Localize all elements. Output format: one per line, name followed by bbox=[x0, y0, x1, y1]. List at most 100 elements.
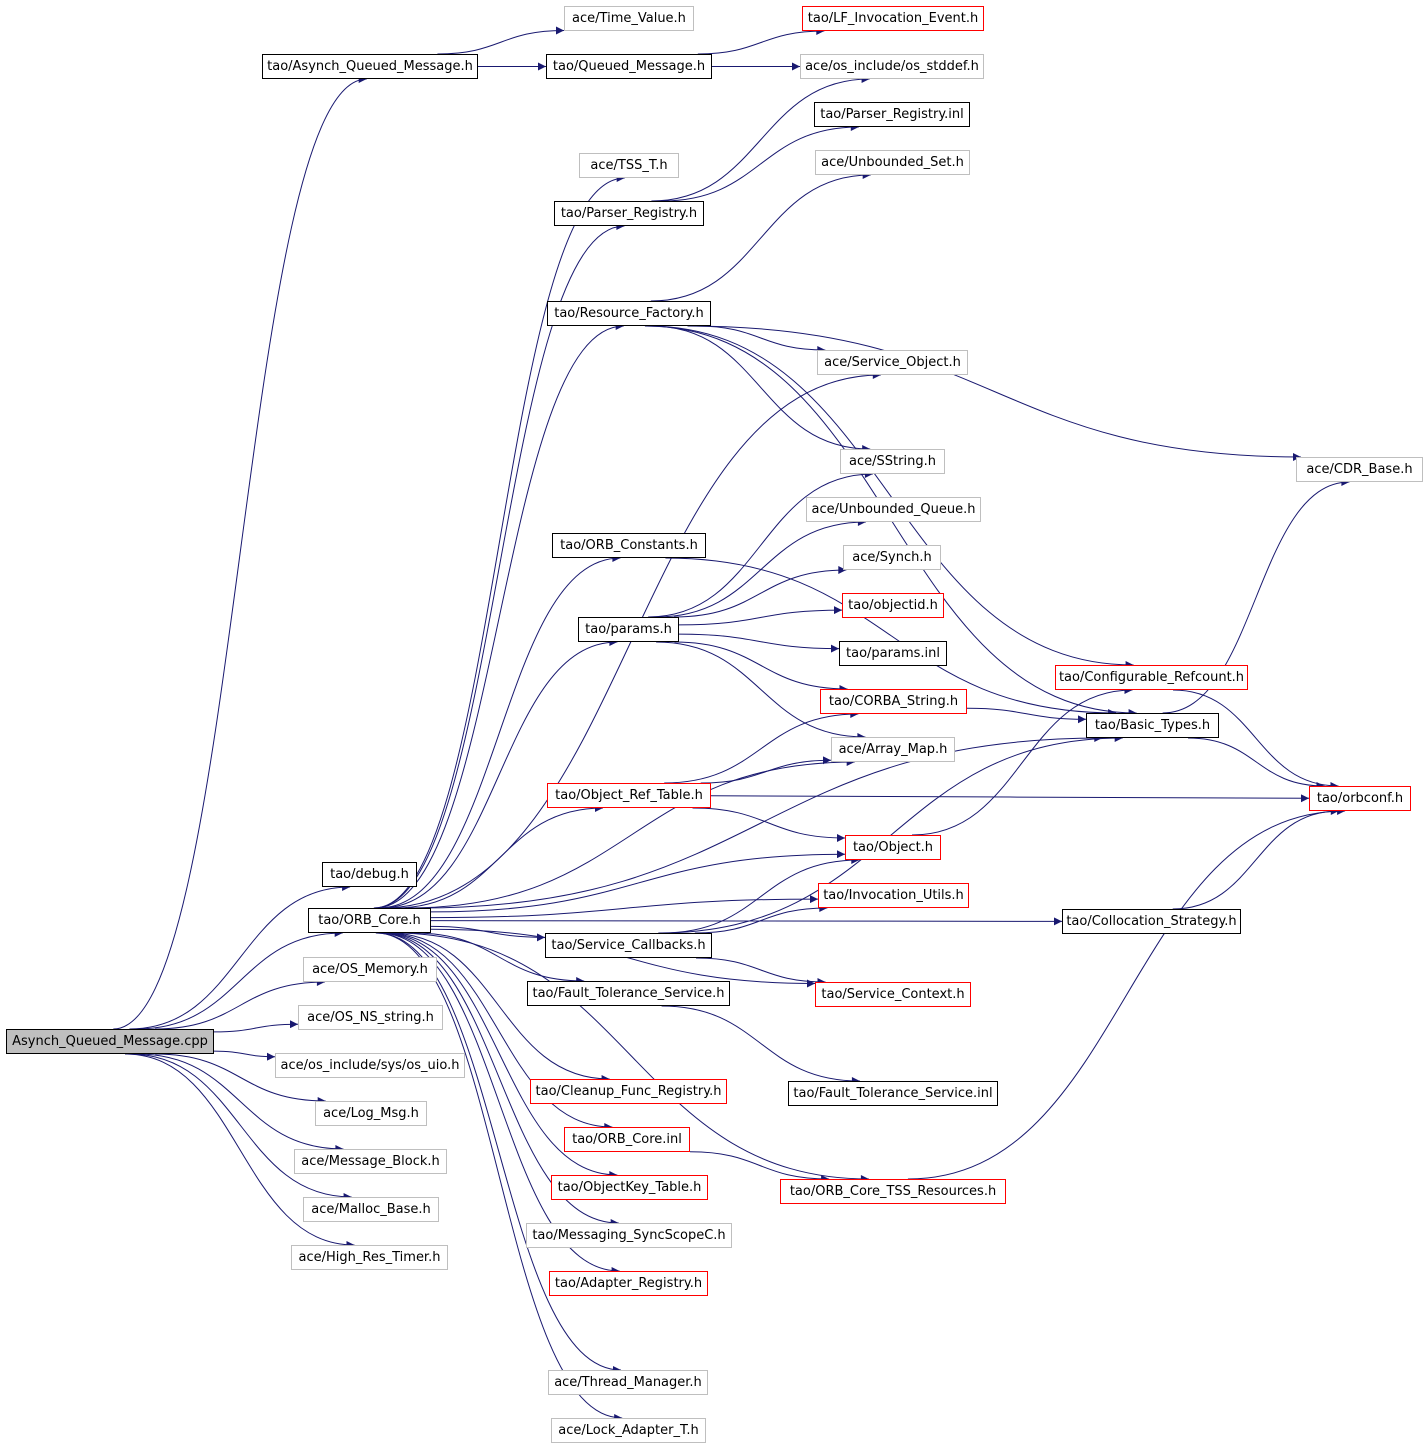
edge-object-h-to-config-refcount bbox=[911, 686, 1133, 836]
edge-basic-types-to-orbconf bbox=[1187, 737, 1325, 790]
edge-orb-core-to-object-h bbox=[430, 850, 846, 913]
node-tao-parser-registry-inl[interactable]: tao/Parser_Registry.inl bbox=[814, 102, 970, 127]
node-ace-unbounded-queue-h[interactable]: ace/Unbounded_Queue.h bbox=[806, 497, 981, 522]
edge-parser-reg-to-parser-reg-inl bbox=[662, 123, 859, 202]
node-tao-resource-factory-h[interactable]: tao/Resource_Factory.h bbox=[547, 301, 711, 326]
node-tao-orbconf-h[interactable]: tao/orbconf.h bbox=[1309, 786, 1411, 811]
edge-fault-tolerance-to-fault-tolerance-inl bbox=[661, 1005, 860, 1085]
node-ace-os-stddef-h[interactable]: ace/os_include/os_stddef.h bbox=[800, 54, 984, 79]
node-tao-messaging-syncscopec-h[interactable]: tao/Messaging_SyncScopeC.h bbox=[526, 1223, 732, 1248]
node-tao-adapter-registry-h[interactable]: tao/Adapter_Registry.h bbox=[549, 1271, 708, 1296]
node-tao-service-context-h[interactable]: tao/Service_Context.h bbox=[815, 982, 971, 1007]
edge-parser-reg-to-os-stddef bbox=[651, 75, 870, 202]
edge-resource-factory-to-config-refcount bbox=[646, 325, 1134, 669]
edge-params-to-objectid bbox=[678, 606, 843, 626]
edge-orb-core-to-invocation-utils bbox=[430, 895, 819, 919]
edge-resource-factory-to-service-object bbox=[696, 325, 826, 354]
edge-orb-core-tss-to-orbconf bbox=[907, 807, 1346, 1180]
edge-root-to-asynch-h bbox=[113, 75, 367, 1030]
node-tao-parser-registry-h[interactable]: tao/Parser_Registry.h bbox=[554, 201, 704, 226]
edge-object-ref-table-to-corba-string bbox=[664, 710, 859, 784]
edge-orb-core-to-orb-constants bbox=[378, 554, 621, 909]
edge-service-callbacks-to-invocation-utils bbox=[694, 904, 828, 934]
edge-orb-core-to-object-ref-table bbox=[395, 804, 604, 909]
node-tao-orb-constants-h[interactable]: tao/ORB_Constants.h bbox=[552, 533, 706, 558]
node-tao-corba-string-h[interactable]: tao/CORBA_String.h bbox=[820, 689, 967, 714]
node-tao-basic-types-h[interactable]: tao/Basic_Types.h bbox=[1086, 713, 1219, 738]
node-ace-tss-t-h[interactable]: ace/TSS_T.h bbox=[579, 153, 679, 178]
edge-root-to-log-msg bbox=[155, 1053, 326, 1105]
node-tao-cleanup-func-registry-h[interactable]: tao/Cleanup_Func_Registry.h bbox=[530, 1079, 727, 1104]
node-ace-sstring-h[interactable]: ace/SString.h bbox=[840, 449, 945, 474]
edge-orb-core-to-basic-types bbox=[419, 734, 1103, 909]
edge-collocation-to-orbconf bbox=[1172, 807, 1339, 910]
node-ace-synch-h[interactable]: ace/Synch.h bbox=[843, 545, 941, 570]
edge-root-to-debug bbox=[129, 883, 351, 1030]
edge-params-to-synch bbox=[674, 566, 847, 618]
node-ace-lock-adapter-t-h[interactable]: ace/Lock_Adapter_T.h bbox=[551, 1418, 706, 1443]
edge-orb-core-to-array-map bbox=[407, 758, 855, 909]
edge-service-callbacks-to-object-h bbox=[662, 856, 860, 934]
node-tao-asynch-queued-message-h[interactable]: tao/Asynch_Queued_Message.h bbox=[262, 54, 478, 79]
node-tao-service-callbacks-h[interactable]: tao/Service_Callbacks.h bbox=[545, 933, 712, 958]
edge-root-to-orb-core bbox=[136, 929, 343, 1030]
node-tao-objectid-h[interactable]: tao/objectid.h bbox=[842, 593, 944, 618]
edge-root-to-os-memory bbox=[155, 978, 325, 1030]
node-ace-message-block-h[interactable]: ace/Message_Block.h bbox=[294, 1149, 447, 1174]
edge-orb-core-to-params bbox=[380, 638, 618, 909]
edge-orb-core-to-messaging-sync bbox=[379, 932, 619, 1227]
node-ace-log-msg-h[interactable]: ace/Log_Msg.h bbox=[315, 1101, 427, 1126]
edge-orb-core-to-service-callbacks bbox=[430, 925, 546, 942]
edge-params-to-sstring bbox=[648, 470, 873, 618]
edge-orb-core-to-collocation bbox=[430, 917, 1063, 926]
edge-orb-core-to-objectkey-table bbox=[381, 932, 618, 1179]
node-ace-array-map-h[interactable]: ace/Array_Map.h bbox=[831, 737, 955, 762]
edge-resource-factory-to-sstring bbox=[651, 325, 871, 453]
node-ace-os-ns-string-h[interactable]: ace/OS_NS_string.h bbox=[298, 1005, 443, 1030]
node-ace-thread-manager-h[interactable]: ace/Thread_Manager.h bbox=[548, 1370, 708, 1395]
node-tao-debug-h[interactable]: tao/debug.h bbox=[322, 862, 417, 887]
node-tao-objectkey-table-h[interactable]: tao/ObjectKey_Table.h bbox=[551, 1175, 708, 1200]
node-ace-malloc-base-h[interactable]: ace/Malloc_Base.h bbox=[303, 1197, 439, 1222]
edge-root-to-os-ns-string bbox=[213, 1020, 299, 1033]
edge-orb-constants-to-basic-types bbox=[665, 557, 1117, 717]
node-tao-object-h[interactable]: tao/Object.h bbox=[845, 835, 941, 860]
node-ace-time-value-h[interactable]: ace/Time_Value.h bbox=[564, 6, 694, 31]
node-asynch-queued-message-cpp[interactable]: Asynch_Queued_Message.cpp bbox=[6, 1029, 214, 1054]
node-tao-lf-invocation-event-h[interactable]: tao/LF_Invocation_Event.h bbox=[802, 6, 984, 31]
edge-config-refcount-to-orbconf bbox=[1172, 689, 1339, 790]
node-ace-os-memory-h[interactable]: ace/OS_Memory.h bbox=[303, 957, 437, 982]
edge-orb-core-to-orb-core-inl bbox=[384, 932, 613, 1131]
node-ace-unbounded-set-h[interactable]: ace/Unbounded_Set.h bbox=[815, 150, 970, 175]
node-ace-cdr-base-h[interactable]: ace/CDR_Base.h bbox=[1296, 457, 1423, 482]
node-ace-os-uio-h[interactable]: ace/os_include/sys/os_uio.h bbox=[275, 1053, 465, 1078]
edge-root-to-malloc-base bbox=[129, 1053, 352, 1201]
node-tao-configurable-refcount-h[interactable]: tao/Configurable_Refcount.h bbox=[1055, 665, 1248, 690]
node-tao-orb-core-tss-resources-h[interactable]: tao/ORB_Core_TSS_Resources.h bbox=[780, 1179, 1006, 1204]
node-ace-service-object-h[interactable]: ace/Service_Object.h bbox=[817, 350, 968, 375]
node-tao-collocation-strategy-h[interactable]: tao/Collocation_Strategy.h bbox=[1062, 909, 1241, 934]
edge-asynch-h-to-time-value bbox=[437, 26, 565, 55]
edge-queued-msg-to-lf-event bbox=[697, 27, 825, 55]
edge-resource-factory-to-unbounded-set bbox=[650, 171, 871, 302]
edge-root-to-os-uio bbox=[213, 1050, 276, 1061]
node-tao-fault-tolerance-service-inl[interactable]: tao/Fault_Tolerance_Service.inl bbox=[788, 1081, 998, 1106]
edge-orb-core-inl-to-orb-core-tss bbox=[689, 1151, 830, 1183]
node-tao-orb-core-h[interactable]: tao/ORB_Core.h bbox=[308, 908, 431, 933]
node-ace-high-res-timer-h[interactable]: ace/High_Res_Timer.h bbox=[291, 1245, 448, 1270]
edge-object-ref-table-to-object-h bbox=[692, 807, 846, 842]
edge-orb-core-to-adapter-registry bbox=[378, 932, 620, 1275]
node-tao-fault-tolerance-service-h[interactable]: tao/Fault_Tolerance_Service.h bbox=[527, 981, 730, 1006]
node-tao-invocation-utils-h[interactable]: tao/Invocation_Utils.h bbox=[818, 883, 969, 908]
node-tao-params-h[interactable]: tao/params.h bbox=[578, 617, 679, 642]
edge-orb-core-to-parser-reg bbox=[374, 222, 625, 909]
edge-corba-string-to-basic-types bbox=[966, 707, 1087, 724]
node-tao-object-ref-table-h[interactable]: tao/Object_Ref_Table.h bbox=[547, 783, 711, 808]
node-tao-params-inl[interactable]: tao/params.inl bbox=[839, 641, 947, 666]
edge-orb-core-to-cleanup-func bbox=[388, 932, 610, 1083]
edge-service-callbacks-to-service-context bbox=[695, 957, 826, 986]
node-tao-queued-message-h[interactable]: tao/Queued_Message.h bbox=[546, 54, 712, 79]
node-tao-orb-core-inl[interactable]: tao/ORB_Core.inl bbox=[564, 1127, 690, 1152]
edge-orb-core-to-orb-core-tss bbox=[393, 932, 869, 1183]
